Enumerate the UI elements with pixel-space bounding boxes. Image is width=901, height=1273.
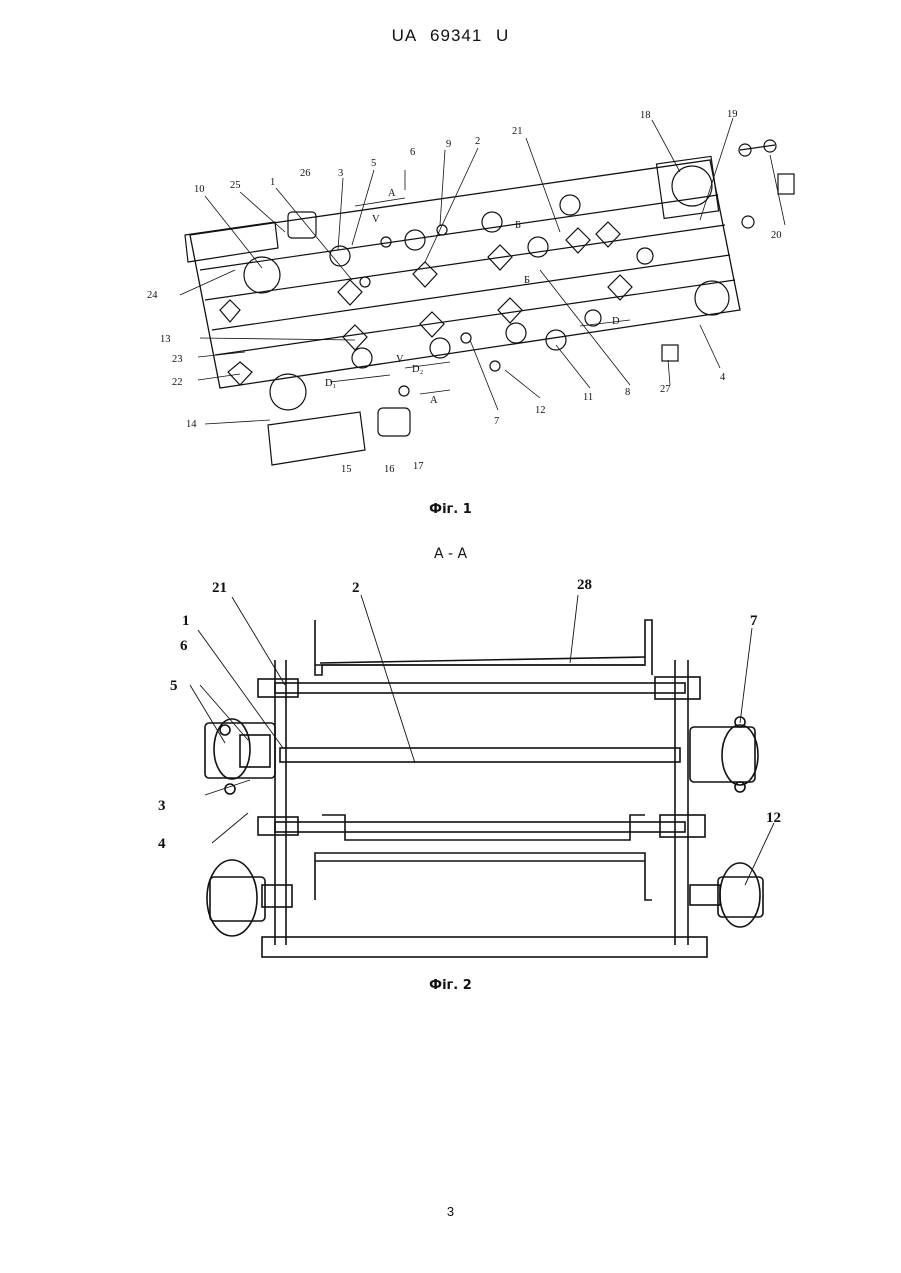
leader-lines xyxy=(180,118,785,424)
label-24: 24 xyxy=(147,290,158,301)
label-11: 11 xyxy=(583,392,593,403)
label-12: 12 xyxy=(535,405,546,416)
label-16: 16 xyxy=(384,464,395,475)
label-22: 22 xyxy=(172,377,183,388)
label-f2-12: 12 xyxy=(766,810,781,826)
mark-b-mid: Б xyxy=(524,275,530,286)
label-3: 3 xyxy=(338,168,343,179)
figure-1-drawing: 18 19 21 6 9 2 26 3 5 10 25 1 20 24 13 2… xyxy=(0,0,901,500)
label-f2-6: 6 xyxy=(180,638,188,654)
mark-section-bottom: A xyxy=(430,395,438,406)
lower-wheels xyxy=(207,860,763,936)
label-25: 25 xyxy=(230,180,241,191)
lower-shaft xyxy=(258,815,705,840)
mark-b-top: Б xyxy=(515,220,521,231)
mark-v1: V xyxy=(372,214,380,225)
label-f2-4: 4 xyxy=(158,836,166,852)
label-13: 13 xyxy=(160,334,171,345)
side-plates xyxy=(275,660,688,945)
label-8: 8 xyxy=(625,387,630,398)
label-4: 4 xyxy=(720,372,726,383)
label-1: 1 xyxy=(270,177,275,188)
label-f2-7: 7 xyxy=(750,613,758,629)
label-18: 18 xyxy=(640,110,651,121)
label-21: 21 xyxy=(512,126,523,137)
label-7: 7 xyxy=(494,416,499,427)
label-27: 27 xyxy=(660,384,671,395)
label-9: 9 xyxy=(446,139,451,150)
figure-2-drawing: 21 2 28 1 6 7 5 3 4 12 xyxy=(0,565,901,975)
section-title: A - A xyxy=(0,546,901,562)
label-20: 20 xyxy=(771,230,782,241)
label-f2-5: 5 xyxy=(170,678,178,694)
label-6: 6 xyxy=(410,147,415,158)
label-17: 17 xyxy=(413,461,424,472)
label-19: 19 xyxy=(727,109,738,120)
label-23: 23 xyxy=(172,354,183,365)
figure-1-caption: Фіг. 1 xyxy=(0,502,901,517)
label-26: 26 xyxy=(300,168,311,179)
label-f2-1: 1 xyxy=(182,613,190,629)
mark-d2: D₂ xyxy=(412,364,424,375)
mark-d1: D₁ xyxy=(325,378,336,389)
figure-2-leaders xyxy=(190,595,774,885)
mark-d3: D xyxy=(612,316,620,327)
upper-shaft xyxy=(258,677,700,699)
bottom-trough xyxy=(315,853,652,900)
label-10: 10 xyxy=(194,184,205,195)
label-f2-21: 21 xyxy=(212,580,227,596)
label-14: 14 xyxy=(186,419,197,430)
label-2: 2 xyxy=(475,136,480,147)
mark-section-top: A xyxy=(388,188,396,199)
top-trough xyxy=(315,620,652,675)
base-frame xyxy=(262,937,707,957)
label-f2-28: 28 xyxy=(577,577,592,593)
frame-rails xyxy=(190,156,740,388)
page-number: 3 xyxy=(0,1204,901,1219)
figure-2-caption: Фіг. 2 xyxy=(0,978,901,993)
label-5: 5 xyxy=(371,158,376,169)
label-15: 15 xyxy=(341,464,352,475)
mark-v2: V xyxy=(396,354,404,365)
label-f2-2: 2 xyxy=(352,580,360,596)
label-f2-3: 3 xyxy=(158,798,166,814)
